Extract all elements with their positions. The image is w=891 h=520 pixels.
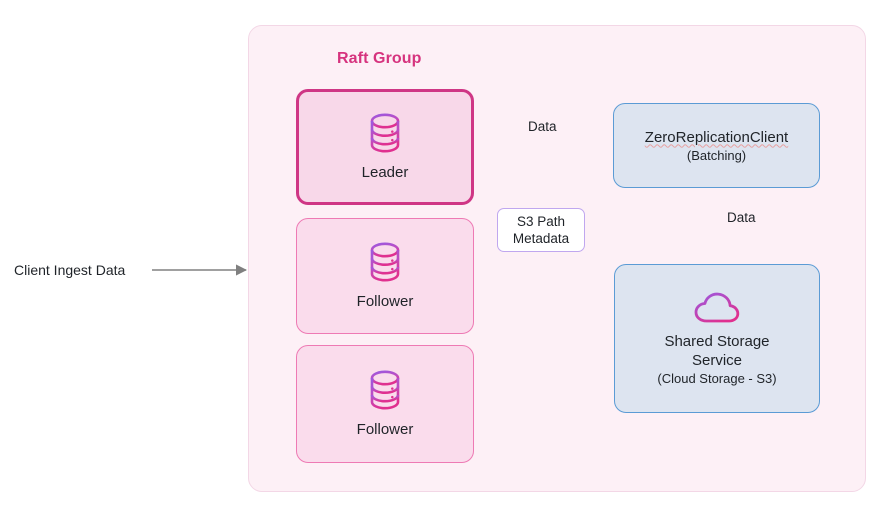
node-zrc-label: ZeroReplicationClient [644,128,789,146]
cloud-icon [694,292,740,322]
node-leader[interactable]: Leader [296,89,474,205]
database-icon [370,113,400,153]
node-leader-label: Leader [361,164,409,181]
edge-label-leader-to-zrc: Data [528,119,557,134]
node-meta-label-line1: S3 Path [516,214,566,229]
node-follower-1-label: Follower [356,293,414,310]
node-meta-label-line2: Metadata [512,231,570,246]
node-storage-label-line2: Service [691,351,743,369]
node-shared-storage-service[interactable]: Shared Storage Service (Cloud Storage - … [614,264,820,413]
database-icon [370,370,400,410]
node-follower-2-label: Follower [356,421,414,438]
node-follower-2[interactable]: Follower [296,345,474,463]
node-s3-path-metadata[interactable]: S3 Path Metadata [497,208,585,252]
node-follower-1[interactable]: Follower [296,218,474,334]
edge-label-client-ingest: Client Ingest Data [14,262,126,278]
raft-group-title: Raft Group [337,50,422,67]
edge-label-zrc-to-storage: Data [727,210,756,225]
database-icon [370,242,400,282]
node-storage-label-line1: Shared Storage [664,332,770,350]
node-zrc-sublabel: (Batching) [686,147,747,163]
node-zero-replication-client[interactable]: ZeroReplicationClient (Batching) [613,103,820,188]
node-storage-sublabel: (Cloud Storage - S3) [657,370,777,386]
